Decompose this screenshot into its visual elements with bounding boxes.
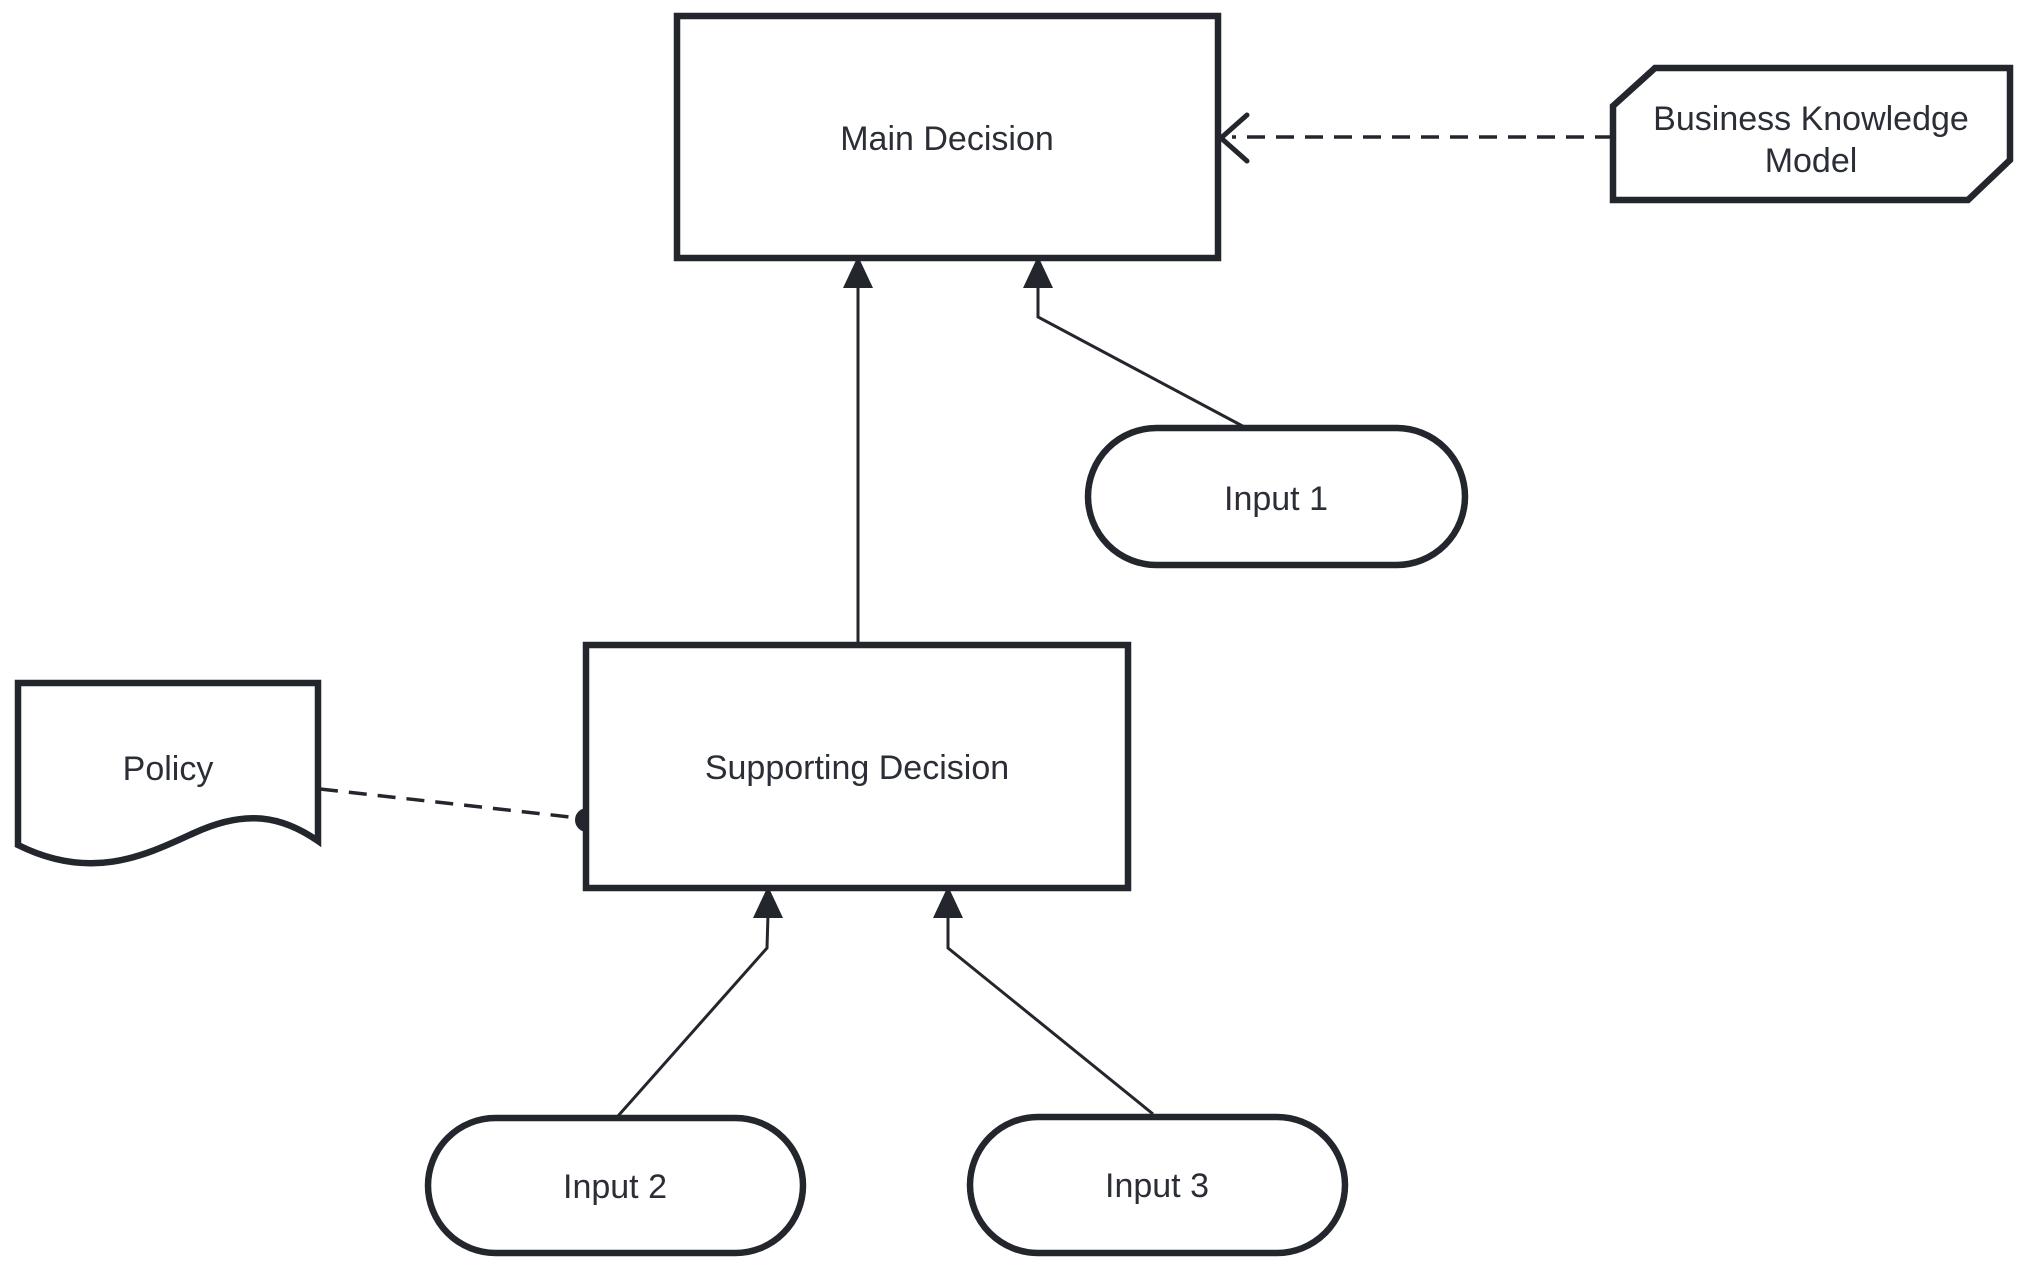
node-main-decision[interactable]: Main Decision xyxy=(673,12,1222,262)
edge-input2-to-supporting-decision[interactable] xyxy=(616,886,783,1117)
edge-input3-to-supporting-decision[interactable] xyxy=(933,886,1154,1116)
filled-arrowhead-icon xyxy=(843,256,873,288)
filled-arrowhead-icon xyxy=(753,886,783,918)
edge-policy-to-supporting-decision[interactable] xyxy=(319,787,599,832)
business-knowledge-model-label-line1: Business Knowledge xyxy=(1653,100,1969,138)
input-3-label: Input 3 xyxy=(1105,1167,1209,1205)
edge-line-input1-to-main[interactable] xyxy=(1036,282,1251,432)
policy-document-shape[interactable] xyxy=(14,679,322,867)
edge-input1-to-main-decision[interactable] xyxy=(1023,256,1251,432)
edge-line-input3-to-supporting[interactable] xyxy=(946,914,1154,1116)
edge-line-policy-to-supporting[interactable] xyxy=(319,787,571,819)
node-input-1[interactable]: Input 1 xyxy=(1084,424,1469,569)
input-2-label: Input 2 xyxy=(563,1168,667,1206)
edge-supporting-decision-to-main-decision[interactable] xyxy=(843,256,873,648)
input-1-label: Input 1 xyxy=(1224,480,1328,518)
node-policy[interactable]: Policy xyxy=(14,679,322,867)
edge-bkm-to-main-decision[interactable] xyxy=(1217,112,1613,164)
supporting-decision-label: Supporting Decision xyxy=(705,749,1009,787)
main-decision-label: Main Decision xyxy=(840,120,1054,158)
filled-arrowhead-icon xyxy=(1023,256,1053,288)
main-decision-rectangle[interactable] xyxy=(673,12,1222,262)
input-2-stadium[interactable] xyxy=(424,1114,807,1257)
node-supporting-decision[interactable]: Supporting Decision xyxy=(582,641,1132,892)
filled-arrowhead-icon xyxy=(933,886,963,918)
edge-line-input2-to-supporting[interactable] xyxy=(616,913,770,1117)
business-knowledge-model-shape[interactable] xyxy=(1609,64,2014,204)
node-input-3[interactable]: Input 3 xyxy=(966,1113,1349,1257)
input-3-stadium[interactable] xyxy=(966,1113,1349,1257)
business-knowledge-model-label-line2: Model xyxy=(1765,142,1858,180)
input-1-stadium[interactable] xyxy=(1084,424,1469,569)
node-input-2[interactable]: Input 2 xyxy=(424,1114,807,1257)
policy-label: Policy xyxy=(123,750,214,788)
supporting-decision-rectangle[interactable] xyxy=(582,641,1132,892)
node-business-knowledge-model[interactable]: Business Knowledge Model xyxy=(1609,64,2014,204)
